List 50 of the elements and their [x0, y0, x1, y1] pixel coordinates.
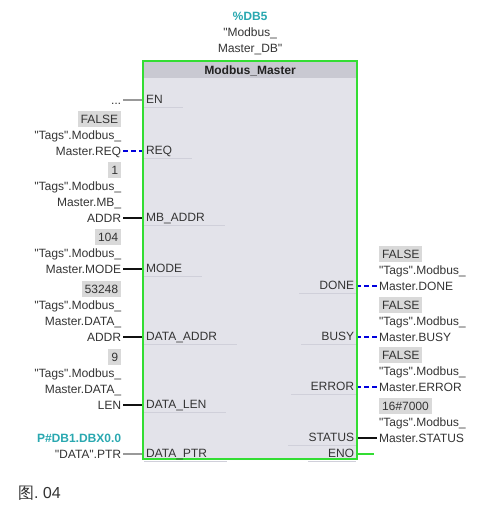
tag-name: "Tags".Modbus_ Master.DONE: [379, 262, 466, 294]
connection-line: [123, 150, 144, 152]
address-text: P#DB1.DBX0.0: [36, 431, 121, 445]
connection-line: [123, 453, 144, 455]
value-field: FALSE: [379, 297, 422, 313]
value-field: FALSE: [379, 347, 422, 363]
tag-name: "Tags".Modbus_ Master.ERROR: [379, 363, 466, 395]
tag-name: ...: [110, 92, 121, 108]
tag-name: "Tags".Modbus_ Master.BUSY: [379, 313, 466, 345]
pin-label: MB_ADDR: [144, 209, 225, 226]
value-field: FALSE: [379, 246, 422, 262]
title-bar: Modbus_Master: [144, 62, 356, 78]
connection-line: [356, 336, 377, 338]
connection-line: [356, 386, 377, 388]
connection-line: [123, 268, 144, 270]
connection-line: [123, 217, 144, 219]
pin-label: BUSY: [301, 328, 356, 345]
pin-label: EN: [144, 91, 183, 108]
figure-caption: 图. 04: [18, 484, 61, 504]
tag-name: "DATA".PTR: [54, 446, 121, 462]
pin-label: STATUS: [288, 429, 356, 446]
connection-line: [356, 453, 374, 455]
value-field: FALSE: [78, 111, 121, 127]
value-field: 53248: [82, 281, 121, 297]
connection-line: [123, 99, 144, 101]
value-field: 104: [94, 229, 121, 245]
pin-label: DATA_ADDR: [144, 328, 237, 345]
pin-label: DATA_PTR: [144, 445, 227, 462]
tag-name: "Tags".Modbus_ Master.DATA_ ADDR: [34, 297, 121, 345]
tag-name: "Tags".Modbus_ Master.MB_ ADDR: [34, 178, 121, 226]
connection-line: [123, 404, 144, 406]
pin-label: MODE: [144, 260, 202, 277]
pin-label: DONE: [299, 277, 356, 294]
tag-name: "Tags".Modbus_ Master.STATUS: [379, 414, 466, 446]
connection-line: [356, 437, 377, 439]
tag-name: "Tags".Modbus_ Master.MODE: [34, 245, 121, 277]
pin-label: ERROR: [290, 378, 356, 395]
tag-name: "Tags".Modbus_ Master.DATA_ LEN: [34, 365, 121, 413]
pin-label: DATA_LEN: [144, 396, 226, 413]
value-field: 1: [108, 162, 121, 178]
value-field: 16#7000: [379, 398, 432, 414]
pin-label: ENO: [308, 445, 356, 462]
connection-line: [356, 285, 377, 287]
tag-name: "Tags".Modbus_ Master.REQ: [34, 127, 121, 159]
instance-name: "Modbus_ Master_DB": [216, 24, 284, 56]
function-block: [142, 60, 358, 460]
pin-label: REQ: [144, 142, 192, 159]
connection-line: [123, 336, 144, 338]
value-field: 9: [108, 349, 121, 365]
instance-number: %DB5: [232, 8, 268, 24]
